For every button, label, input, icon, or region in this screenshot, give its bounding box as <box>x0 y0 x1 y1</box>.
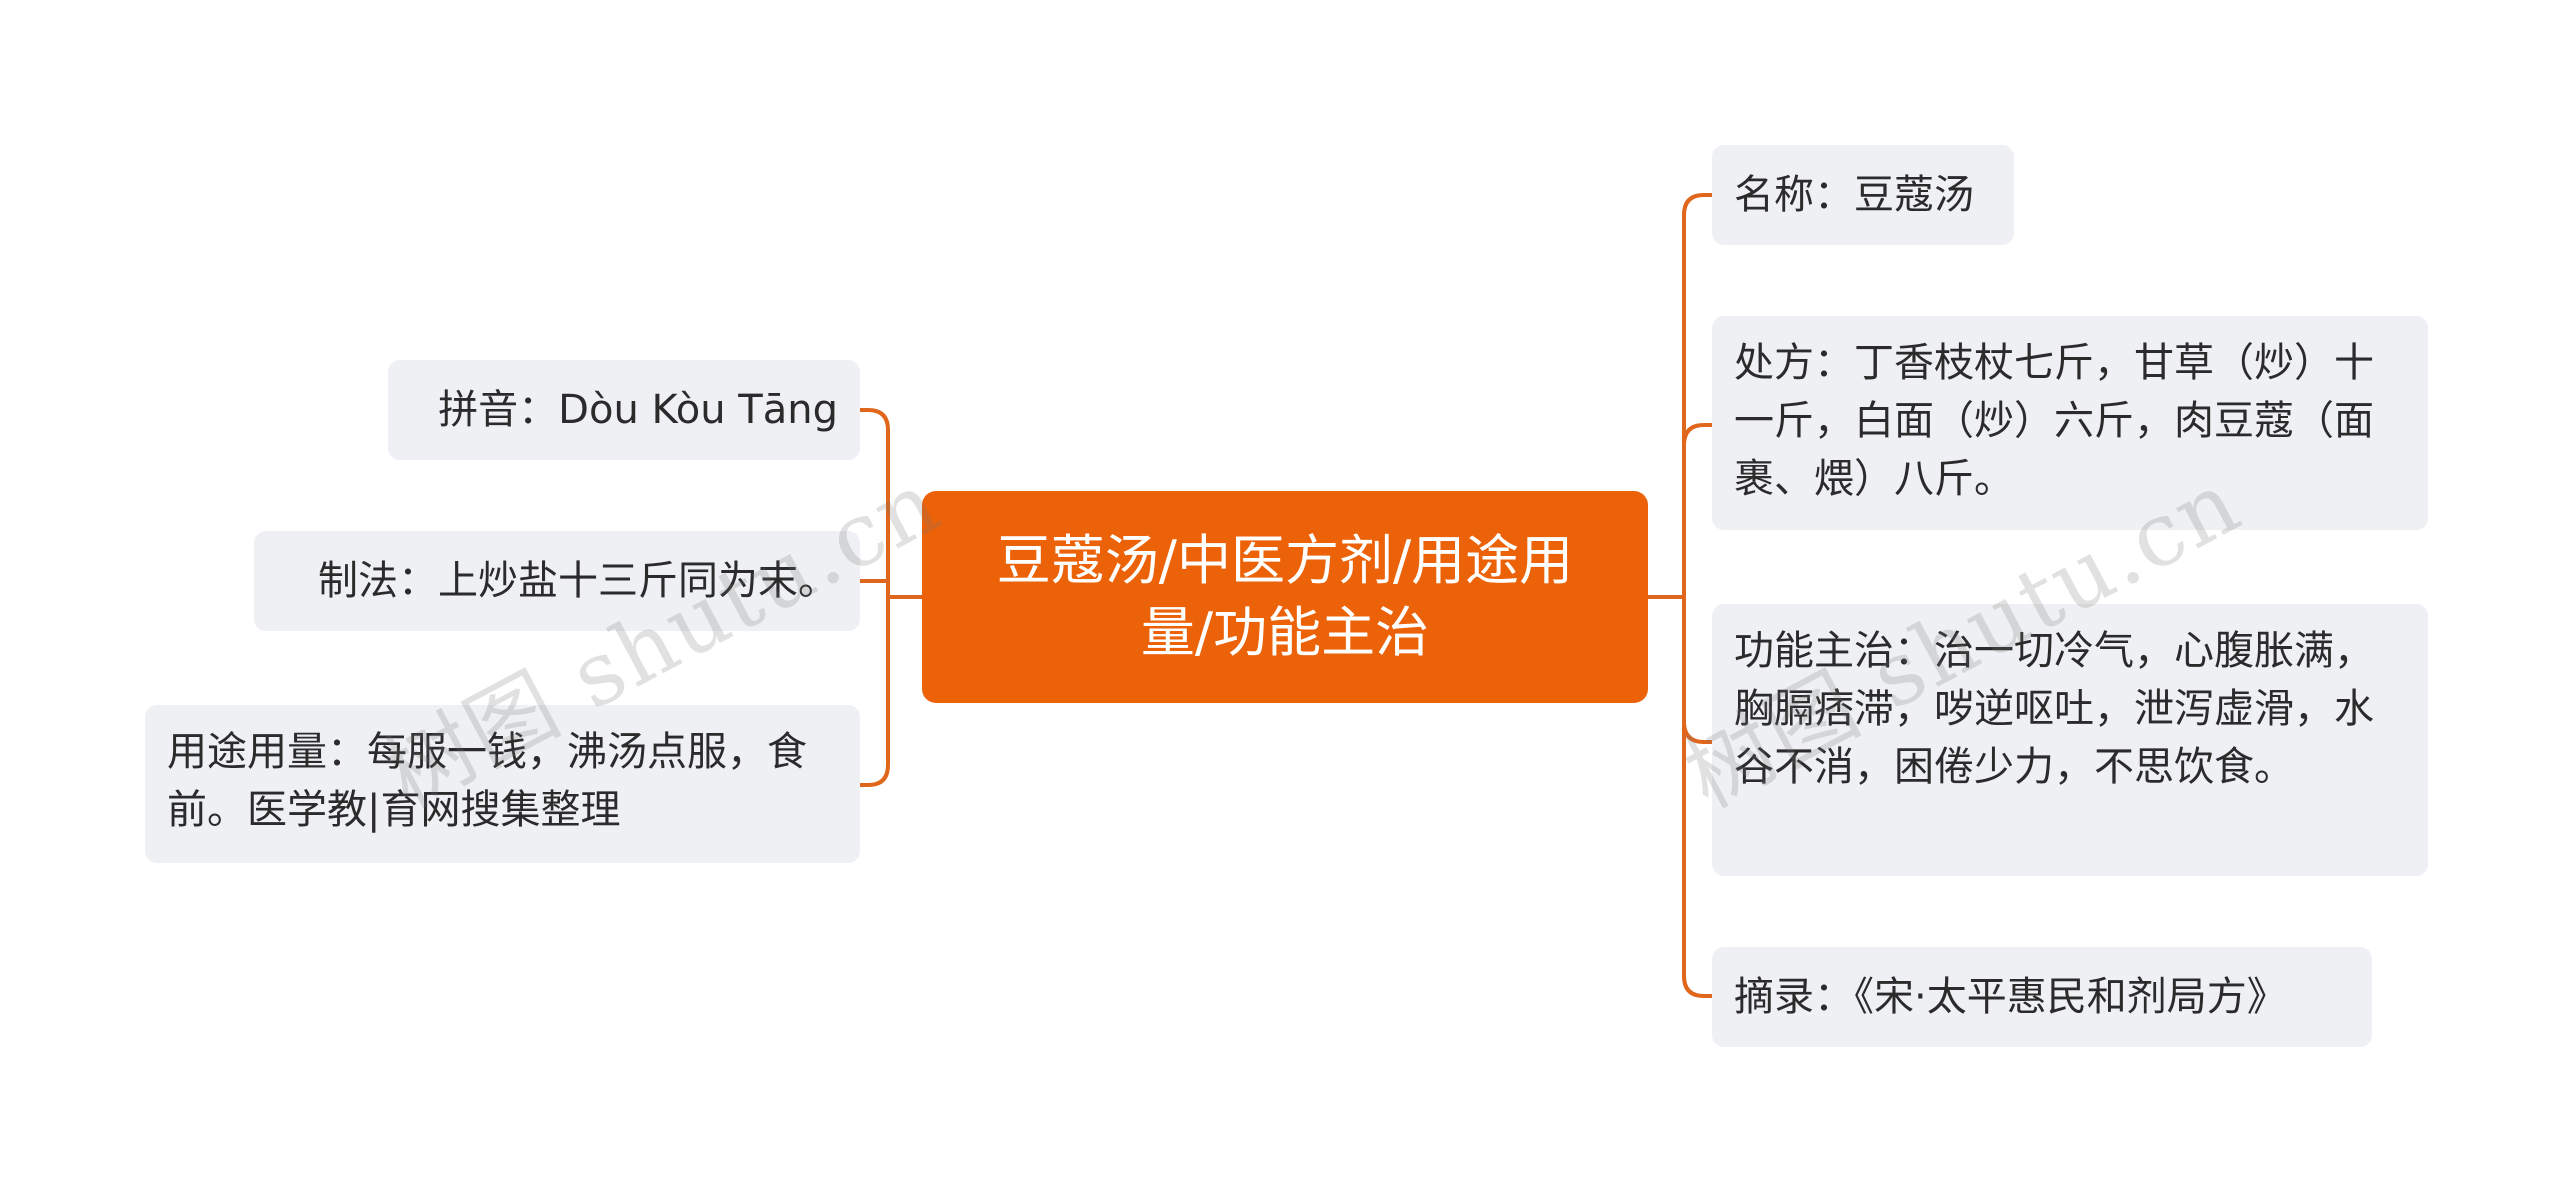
connector-left-pinyin <box>858 408 890 599</box>
node-gongneng-zhuzhi-label: 功能主治：治一切冷气，心腹胀满，胸膈痞滞，哕逆呕吐，泄泻虚滑，水谷不消，困倦少力… <box>1734 628 2374 790</box>
node-pinyin-label: 拼音：Dòu Kòu Tāng <box>438 387 838 433</box>
node-zhifa[interactable]: 制法：上炒盐十三斤同为末。 <box>254 531 860 631</box>
node-chufang[interactable]: 处方：丁香枝杖七斤，甘草（炒）十一斤，白面（炒）六斤，肉豆蔻（面裹、煨）八斤。 <box>1712 316 2428 530</box>
connector-right-gongneng <box>1682 720 1714 744</box>
central-topic[interactable]: 豆蔻汤/中医方剂/用途用量/功能主治 <box>922 491 1648 703</box>
node-pinyin[interactable]: 拼音：Dòu Kòu Tāng <box>388 360 860 460</box>
connector-right-zhailu <box>1682 595 1714 998</box>
node-yongtu-yongliang-label: 用途用量：每服一钱，沸汤点服，食前。医学教|育网搜集整理 <box>167 729 807 833</box>
connector-right-chufang <box>1682 423 1714 447</box>
connector-left-yongtu <box>858 595 890 787</box>
node-mingcheng-label: 名称：豆蔻汤 <box>1734 172 1974 218</box>
connector-right-mingcheng <box>1682 193 1714 599</box>
node-mingcheng[interactable]: 名称：豆蔻汤 <box>1712 145 2014 245</box>
node-zhailu-label: 摘录：《宋·太平惠民和剂局方》 <box>1734 974 2287 1020</box>
node-chufang-label: 处方：丁香枝杖七斤，甘草（炒）十一斤，白面（炒）六斤，肉豆蔻（面裹、煨）八斤。 <box>1734 340 2374 502</box>
node-gongneng-zhuzhi[interactable]: 功能主治：治一切冷气，心腹胀满，胸膈痞滞，哕逆呕吐，泄泻虚滑，水谷不消，困倦少力… <box>1712 604 2428 876</box>
node-yongtu-yongliang[interactable]: 用途用量：每服一钱，沸汤点服，食前。医学教|育网搜集整理 <box>145 705 860 863</box>
node-zhifa-label: 制法：上炒盐十三斤同为末。 <box>318 558 838 604</box>
node-zhailu[interactable]: 摘录：《宋·太平惠民和剂局方》 <box>1712 947 2372 1047</box>
central-topic-label: 豆蔻汤/中医方剂/用途用量/功能主治 <box>996 529 1574 664</box>
